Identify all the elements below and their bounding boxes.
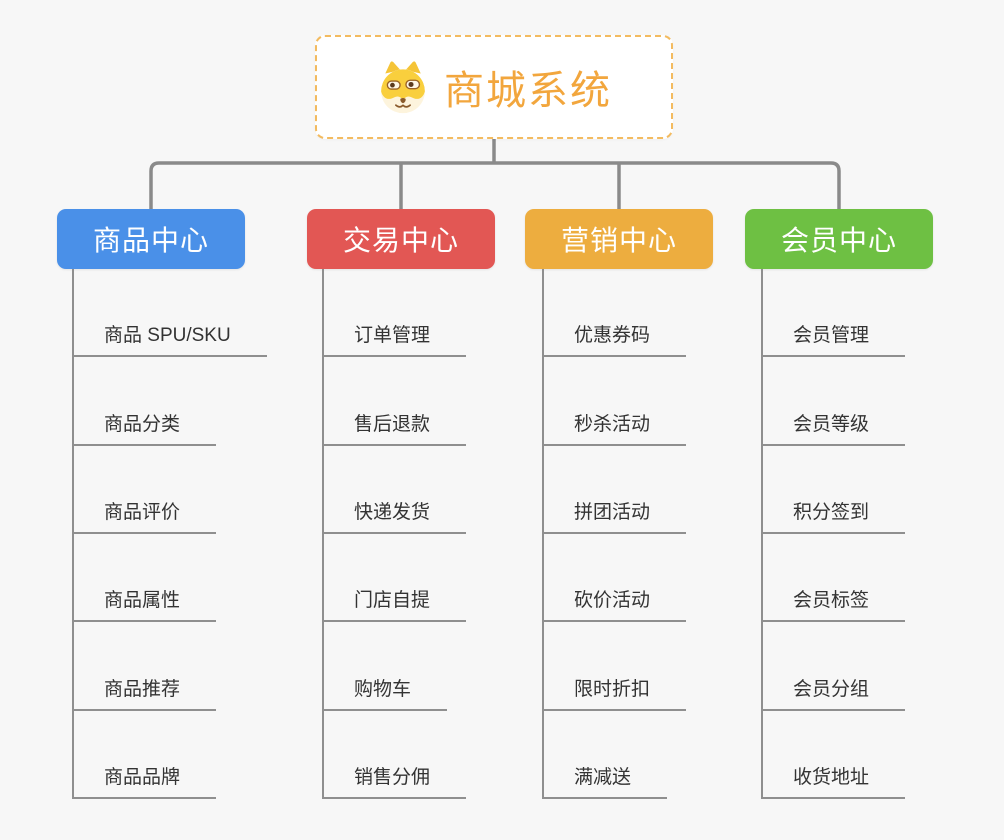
child-node[interactable]: 快递发货 bbox=[324, 497, 467, 534]
tree-row: 商品推荐 bbox=[74, 622, 267, 711]
branch-node-trade-center[interactable]: 交易中心 bbox=[307, 209, 495, 269]
tree-row: 订单管理 bbox=[324, 269, 467, 358]
branch-label: 交易中心 bbox=[342, 225, 459, 256]
tree-row: 砍价活动 bbox=[544, 534, 687, 623]
branch-children-trade-center: 订单管理 售后退款 快递发货 门店自提 购物车 销售分佣 bbox=[322, 269, 467, 799]
branch-children-product-center: 商品 SPU/SKU 商品分类 商品评价 商品属性 商品推荐 商品品牌 bbox=[72, 269, 267, 799]
tree-row: 商品品牌 bbox=[74, 711, 267, 799]
child-node[interactable]: 门店自提 bbox=[324, 585, 467, 623]
dog-face-icon bbox=[381, 61, 425, 114]
child-node[interactable]: 售后退款 bbox=[324, 409, 467, 446]
tree-row: 会员管理 bbox=[763, 269, 906, 358]
child-node[interactable]: 商品推荐 bbox=[74, 674, 217, 711]
child-node[interactable]: 优惠券码 bbox=[544, 320, 687, 358]
tree-row: 购物车 bbox=[324, 622, 466, 711]
child-node[interactable]: 会员等级 bbox=[763, 409, 906, 446]
branch-children-member-center: 会员管理 会员等级 积分签到 会员标签 会员分组 收货地址 bbox=[761, 269, 906, 799]
child-node[interactable]: 商品分类 bbox=[74, 409, 217, 446]
tree-row: 商品评价 bbox=[74, 446, 267, 534]
child-node[interactable]: 收货地址 bbox=[763, 762, 906, 799]
tree-row: 拼团活动 bbox=[544, 446, 687, 534]
child-node[interactable]: 购物车 bbox=[324, 674, 448, 711]
branch-node-marketing-center[interactable]: 营销中心 bbox=[525, 209, 713, 269]
child-node[interactable]: 销售分佣 bbox=[324, 762, 467, 799]
tree-row: 门店自提 bbox=[324, 534, 467, 623]
root-node[interactable]: 商城系统 bbox=[315, 35, 673, 139]
child-node[interactable]: 限时折扣 bbox=[544, 674, 687, 711]
child-node[interactable]: 会员管理 bbox=[763, 320, 906, 358]
branch-label: 商品中心 bbox=[92, 225, 209, 256]
branch-label: 会员中心 bbox=[780, 225, 897, 256]
tree-row: 优惠券码 bbox=[544, 269, 687, 358]
tree-row: 满减送 bbox=[544, 711, 686, 799]
child-node[interactable]: 拼团活动 bbox=[544, 497, 687, 534]
child-node[interactable]: 订单管理 bbox=[324, 320, 467, 358]
tree-row: 会员分组 bbox=[763, 622, 906, 711]
child-node[interactable]: 积分签到 bbox=[763, 497, 906, 534]
child-node[interactable]: 砍价活动 bbox=[544, 585, 687, 623]
branch-children-marketing-center: 优惠券码 秒杀活动 拼团活动 砍价活动 限时折扣 满减送 bbox=[542, 269, 687, 799]
branch-connector-lines bbox=[149, 139, 841, 209]
child-node[interactable]: 满减送 bbox=[544, 762, 668, 799]
tree-row: 收货地址 bbox=[763, 711, 906, 799]
tree-row: 会员标签 bbox=[763, 534, 906, 623]
root-title: 商城系统 bbox=[444, 69, 612, 113]
tree-row: 售后退款 bbox=[324, 357, 467, 446]
tree-row: 销售分佣 bbox=[324, 711, 467, 799]
tree-row: 积分签到 bbox=[763, 446, 906, 534]
child-node[interactable]: 商品 SPU/SKU bbox=[74, 320, 267, 358]
child-node[interactable]: 商品评价 bbox=[74, 497, 217, 534]
tree-row: 限时折扣 bbox=[544, 622, 687, 711]
child-node[interactable]: 会员分组 bbox=[763, 674, 906, 711]
tree-row: 商品分类 bbox=[74, 357, 267, 446]
branch-label: 营销中心 bbox=[560, 225, 677, 256]
child-node[interactable]: 秒杀活动 bbox=[544, 409, 687, 446]
branch-node-product-center[interactable]: 商品中心 bbox=[57, 209, 245, 269]
tree-row: 商品 SPU/SKU bbox=[74, 269, 267, 358]
branch-node-member-center[interactable]: 会员中心 bbox=[745, 209, 933, 269]
tree-row: 秒杀活动 bbox=[544, 357, 687, 446]
child-node[interactable]: 会员标签 bbox=[763, 585, 906, 623]
child-node[interactable]: 商品属性 bbox=[74, 585, 217, 623]
tree-row: 快递发货 bbox=[324, 446, 467, 534]
child-node[interactable]: 商品品牌 bbox=[74, 762, 217, 799]
tree-row: 商品属性 bbox=[74, 534, 267, 623]
tree-row: 会员等级 bbox=[763, 357, 906, 446]
